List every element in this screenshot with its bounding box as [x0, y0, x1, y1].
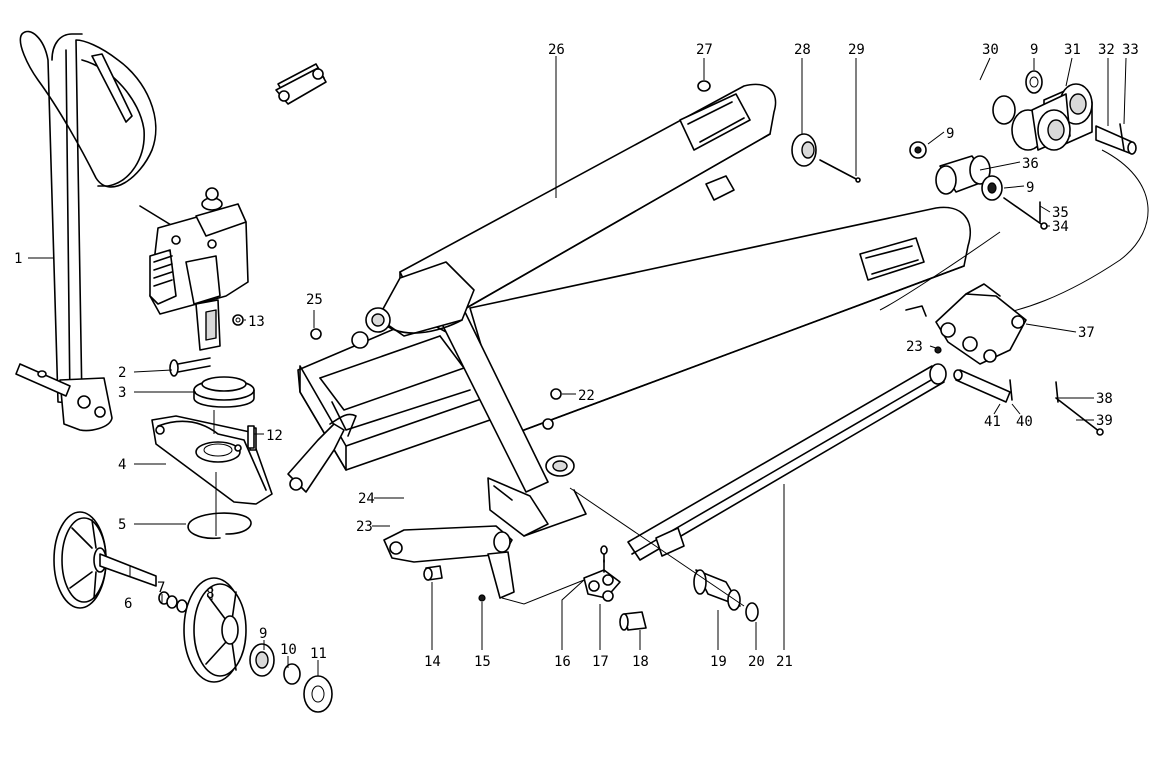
grease-nipple-part-25	[310, 328, 322, 340]
callout-4: 4	[118, 457, 126, 473]
callout-36: 36	[1022, 156, 1039, 172]
callout-5: 5	[118, 517, 126, 533]
callout-30: 30	[982, 42, 999, 58]
pump-base-part-4	[151, 415, 273, 505]
pin-part-12	[247, 425, 255, 449]
leader-lines	[28, 56, 1127, 676]
hydraulic-pump-part	[139, 187, 249, 351]
pin-part-39	[1055, 397, 1104, 436]
callout-27: 27	[696, 42, 713, 58]
callout-12: 12	[266, 428, 283, 444]
pin-part-15	[478, 594, 486, 602]
roller-part-36	[935, 155, 991, 195]
callout-11: 11	[310, 646, 327, 662]
callout-9b: 9	[1030, 42, 1038, 58]
callout-23b: 23	[906, 339, 923, 355]
pin-part-16	[600, 545, 608, 563]
callout-2: 2	[118, 365, 126, 381]
grease-nipple-part-22	[550, 388, 562, 400]
bearing-part-9	[249, 643, 275, 677]
ring-part-20	[745, 602, 759, 622]
pin-part-14	[423, 565, 443, 581]
callout-19: 19	[710, 654, 727, 670]
pin-part-38	[1055, 381, 1059, 403]
washer-part-11	[303, 675, 333, 713]
callout-9a: 9	[259, 626, 267, 642]
callout-29: 29	[848, 42, 865, 58]
callout-13: 13	[248, 314, 265, 330]
callout-28: 28	[794, 42, 811, 58]
callout-10: 10	[280, 642, 297, 658]
callout-17: 17	[592, 654, 609, 670]
callout-23a: 23	[356, 519, 373, 535]
axle-part-32	[1095, 125, 1137, 155]
bushing-part-19	[693, 569, 741, 611]
pin-part-33	[1119, 123, 1125, 151]
callout-labels: 1 2 3 4 5 6 7 8 9 10 11 12 13 14 15 16 1…	[14, 42, 1139, 670]
callout-33: 33	[1122, 42, 1139, 58]
callout-41: 41	[984, 414, 1001, 430]
callout-38: 38	[1096, 391, 1113, 407]
pin-part-41	[953, 369, 1011, 403]
screw-part-29	[819, 159, 861, 183]
callout-15: 15	[474, 654, 491, 670]
callout-39: 39	[1096, 413, 1113, 429]
callout-3: 3	[118, 385, 126, 401]
washer-part-9c	[909, 141, 927, 159]
callout-32: 32	[1098, 42, 1115, 58]
callout-25: 25	[306, 292, 323, 308]
screw-part-2	[169, 357, 211, 377]
callout-14: 14	[424, 654, 441, 670]
callout-6: 6	[124, 596, 132, 612]
wheel-part-8	[183, 577, 247, 683]
washer-part-9d	[981, 175, 1003, 201]
handle-part	[15, 30, 157, 432]
seal-ring-part-3	[193, 376, 255, 408]
nut-part-27	[697, 80, 711, 92]
roller-pair-part-31	[992, 83, 1093, 151]
lever-arm-part-24	[287, 413, 357, 493]
callout-18: 18	[632, 654, 649, 670]
callout-8: 8	[206, 586, 214, 602]
callout-9d: 9	[1026, 180, 1034, 196]
callout-24: 24	[358, 491, 375, 507]
wheel-axle-part-6	[53, 511, 157, 609]
callout-40: 40	[1016, 414, 1033, 430]
link-plate-part-30	[275, 63, 327, 105]
callout-22: 22	[578, 388, 595, 404]
callout-1: 1	[14, 251, 22, 267]
link-part-23	[383, 525, 515, 599]
roller-part-28	[791, 133, 817, 167]
callout-9c: 9	[946, 126, 954, 142]
callout-26: 26	[548, 42, 565, 58]
callout-16: 16	[554, 654, 571, 670]
bracket-part-37	[935, 283, 1027, 365]
callout-37: 37	[1078, 325, 1095, 341]
pin-part-40	[1009, 379, 1013, 401]
circlip-part-5	[187, 512, 252, 540]
connector-part-17	[583, 559, 621, 602]
washer-part-9b	[1025, 70, 1043, 94]
circlip-part-10	[283, 663, 301, 685]
push-rod-part-21	[627, 363, 947, 561]
callout-7: 7	[157, 580, 165, 596]
pin-part-23b	[934, 346, 942, 354]
assembly-guide-lines	[213, 149, 1149, 607]
fork-frame-part-26	[297, 83, 971, 537]
pin-part-18	[619, 611, 647, 631]
callout-34: 34	[1052, 219, 1069, 235]
callout-31: 31	[1064, 42, 1081, 58]
callout-35: 35	[1052, 205, 1069, 221]
callout-20: 20	[748, 654, 765, 670]
callout-21: 21	[776, 654, 793, 670]
